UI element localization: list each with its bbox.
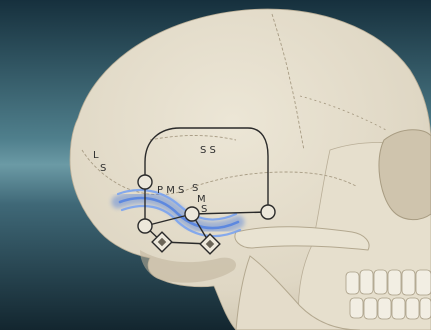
label-ls-s: S [100,163,106,174]
label-ss: S S [200,145,216,156]
label-sms-s2: S [201,204,207,215]
label-pms: P M S [157,185,184,196]
node-circle-middle [185,207,199,221]
node-circle-upper-left [138,175,152,189]
node-circle-lower-left [138,219,152,233]
label-ls-l: L [93,150,99,161]
node-circle-right [261,205,275,219]
label-sms-s1: S [192,183,198,194]
